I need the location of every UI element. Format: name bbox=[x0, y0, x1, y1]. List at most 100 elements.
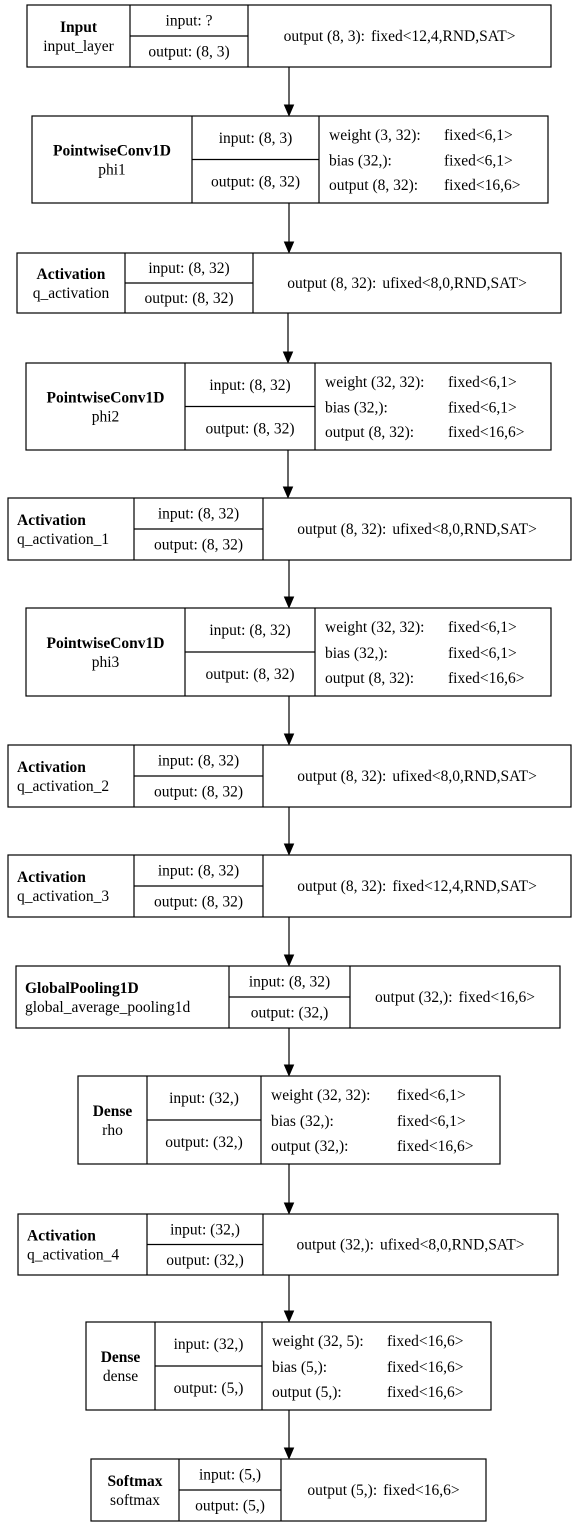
input-shape: input: (5,) bbox=[199, 1467, 261, 1484]
precision-table: weight (32, 5):fixed<16,6>bias (5,):fixe… bbox=[272, 1333, 463, 1401]
precision-row: output (8, 3):fixed<12,4,RND,SAT> bbox=[284, 28, 516, 45]
layer-box bbox=[85, 1321, 492, 1411]
layer-box bbox=[7, 744, 572, 808]
layer-name: q_activation_4 bbox=[27, 1247, 119, 1264]
precision-label: weight (32, 32): bbox=[271, 1087, 370, 1104]
precision-value: fixed<6,1> bbox=[397, 1113, 466, 1130]
precision-row: output (8, 32): ufixed<8,0,RND,SAT> bbox=[287, 275, 527, 292]
precision-label: output (8, 3): bbox=[284, 28, 365, 45]
input-shape: input: (8, 32) bbox=[158, 863, 239, 880]
output-shape: output: (32,) bbox=[251, 1005, 329, 1022]
input-shape: input: (8, 32) bbox=[209, 377, 290, 394]
arrowhead-icon bbox=[283, 733, 295, 746]
output-shape: output: (8, 32) bbox=[154, 894, 243, 911]
arrowhead-icon bbox=[283, 1064, 295, 1077]
output-shape: output: (32,) bbox=[165, 1134, 243, 1151]
edge-arrow bbox=[283, 1410, 295, 1460]
precision-table: output (8, 3):fixed<12,4,RND,SAT> bbox=[284, 28, 516, 45]
precision-label: output (8, 32): bbox=[297, 878, 386, 895]
precision-label: output (5,): bbox=[307, 1482, 377, 1499]
precision-value: fixed<16,6> bbox=[387, 1333, 463, 1350]
edge-arrow bbox=[283, 1275, 295, 1323]
output-shape: output: (5,) bbox=[195, 1498, 265, 1515]
input-shape: input: (8, 32) bbox=[209, 622, 290, 639]
precision-label: weight (32, 5): bbox=[272, 1333, 364, 1350]
layer-box bbox=[26, 4, 552, 68]
precision-label: output (8, 32): bbox=[287, 275, 376, 292]
precision-table: output (32,): ufixed<8,0,RND,SAT> bbox=[297, 1237, 525, 1254]
arrowhead-icon bbox=[283, 1202, 295, 1215]
edges bbox=[282, 67, 295, 1460]
layer-type: Activation bbox=[17, 759, 86, 776]
input-shape: input: (8, 32) bbox=[158, 506, 239, 523]
precision-row: output (8, 32):ufixed<8,0,RND,SAT> bbox=[297, 521, 537, 538]
precision-value: ufixed<8,0,RND,SAT> bbox=[392, 768, 537, 785]
precision-value: fixed<12,4,RND,SAT> bbox=[392, 878, 537, 895]
precision-label: output (5,): bbox=[272, 1384, 342, 1401]
layer-name: dense bbox=[103, 1368, 138, 1385]
output-shape: output: (8, 32) bbox=[211, 173, 300, 190]
precision-table: weight (32, 32):fixed<6,1>bias (32,):fix… bbox=[271, 1087, 473, 1155]
output-shape: output: (8, 32) bbox=[144, 290, 233, 307]
layer-name: rho bbox=[102, 1122, 123, 1139]
arrowhead-icon bbox=[283, 954, 295, 967]
precision-value: fixed<16,6> bbox=[383, 1482, 459, 1499]
layer-node-dense: Dense dense input: (32,) output: (5,) weight… bbox=[85, 1321, 492, 1411]
precision-value: ufixed<8,0,RND,SAT> bbox=[392, 521, 537, 538]
input-shape: input: (32,) bbox=[174, 1336, 244, 1353]
layer-type: PointwiseConv1D bbox=[47, 390, 165, 407]
precision-value: fixed<16,6> bbox=[387, 1359, 463, 1376]
precision-table: output (8, 32): ufixed<8,0,RND,SAT> bbox=[297, 768, 537, 785]
precision-value: fixed<16,6> bbox=[444, 177, 520, 194]
input-shape: input: (8, 32) bbox=[158, 753, 239, 770]
output-shape: output: (8, 32) bbox=[154, 784, 243, 801]
precision-label: output (8, 32): bbox=[297, 768, 386, 785]
precision-value: fixed<6,1> bbox=[448, 400, 517, 417]
edge-arrow bbox=[283, 203, 295, 254]
precision-table: output (8, 32): fixed<12,4,RND,SAT> bbox=[297, 878, 537, 895]
precision-label: bias (32,): bbox=[325, 645, 388, 662]
precision-value: fixed<16,6> bbox=[448, 424, 524, 441]
arrowhead-icon bbox=[283, 241, 295, 254]
layer-type: Dense bbox=[101, 1349, 141, 1366]
layer-type: Activation bbox=[37, 266, 106, 283]
input-shape: input: (32,) bbox=[169, 1090, 239, 1107]
output-shape: output: (8, 3) bbox=[148, 44, 229, 61]
arrowhead-icon bbox=[283, 596, 295, 609]
precision-table: output (5,): fixed<16,6> bbox=[307, 1482, 459, 1499]
arrowhead-icon bbox=[282, 486, 294, 499]
layer-box bbox=[16, 252, 562, 314]
edge-arrow bbox=[282, 450, 294, 499]
precision-value: ufixed<8,0,RND,SAT> bbox=[380, 1237, 525, 1254]
edge-arrow bbox=[283, 1164, 295, 1215]
layer-type: GlobalPooling1D bbox=[25, 980, 139, 997]
precision-row: output (5,): fixed<16,6> bbox=[307, 1482, 459, 1499]
layer-name: q_activation_3 bbox=[17, 888, 109, 905]
precision-table: weight (32, 32):fixed<6,1>bias (32,):fix… bbox=[325, 374, 524, 441]
layer-type: PointwiseConv1D bbox=[47, 635, 165, 652]
layer-name: phi2 bbox=[92, 409, 120, 426]
input-shape: input: (8, 3) bbox=[219, 130, 293, 147]
precision-value: fixed<16,6> bbox=[397, 1138, 473, 1155]
precision-label: output (32,): bbox=[297, 1237, 375, 1254]
precision-value: ufixed<8,0,RND,SAT> bbox=[382, 275, 527, 292]
output-shape: output: (5,) bbox=[174, 1380, 244, 1397]
precision-label: bias (32,): bbox=[325, 400, 388, 417]
input-shape: input: (8, 32) bbox=[249, 974, 330, 991]
output-shape: output: (8, 32) bbox=[205, 666, 294, 683]
arrowhead-icon bbox=[283, 1310, 295, 1323]
layer-box bbox=[7, 497, 572, 561]
arrowhead-icon bbox=[283, 843, 295, 856]
layer-type: Activation bbox=[17, 512, 86, 529]
precision-table: output (8, 32): ufixed<8,0,RND,SAT> bbox=[287, 275, 527, 292]
precision-table: weight (32, 32):fixed<6,1>bias (32,):fix… bbox=[325, 619, 524, 687]
precision-row: output (32,): ufixed<8,0,RND,SAT> bbox=[297, 1237, 525, 1254]
edge-arrow bbox=[283, 807, 295, 856]
